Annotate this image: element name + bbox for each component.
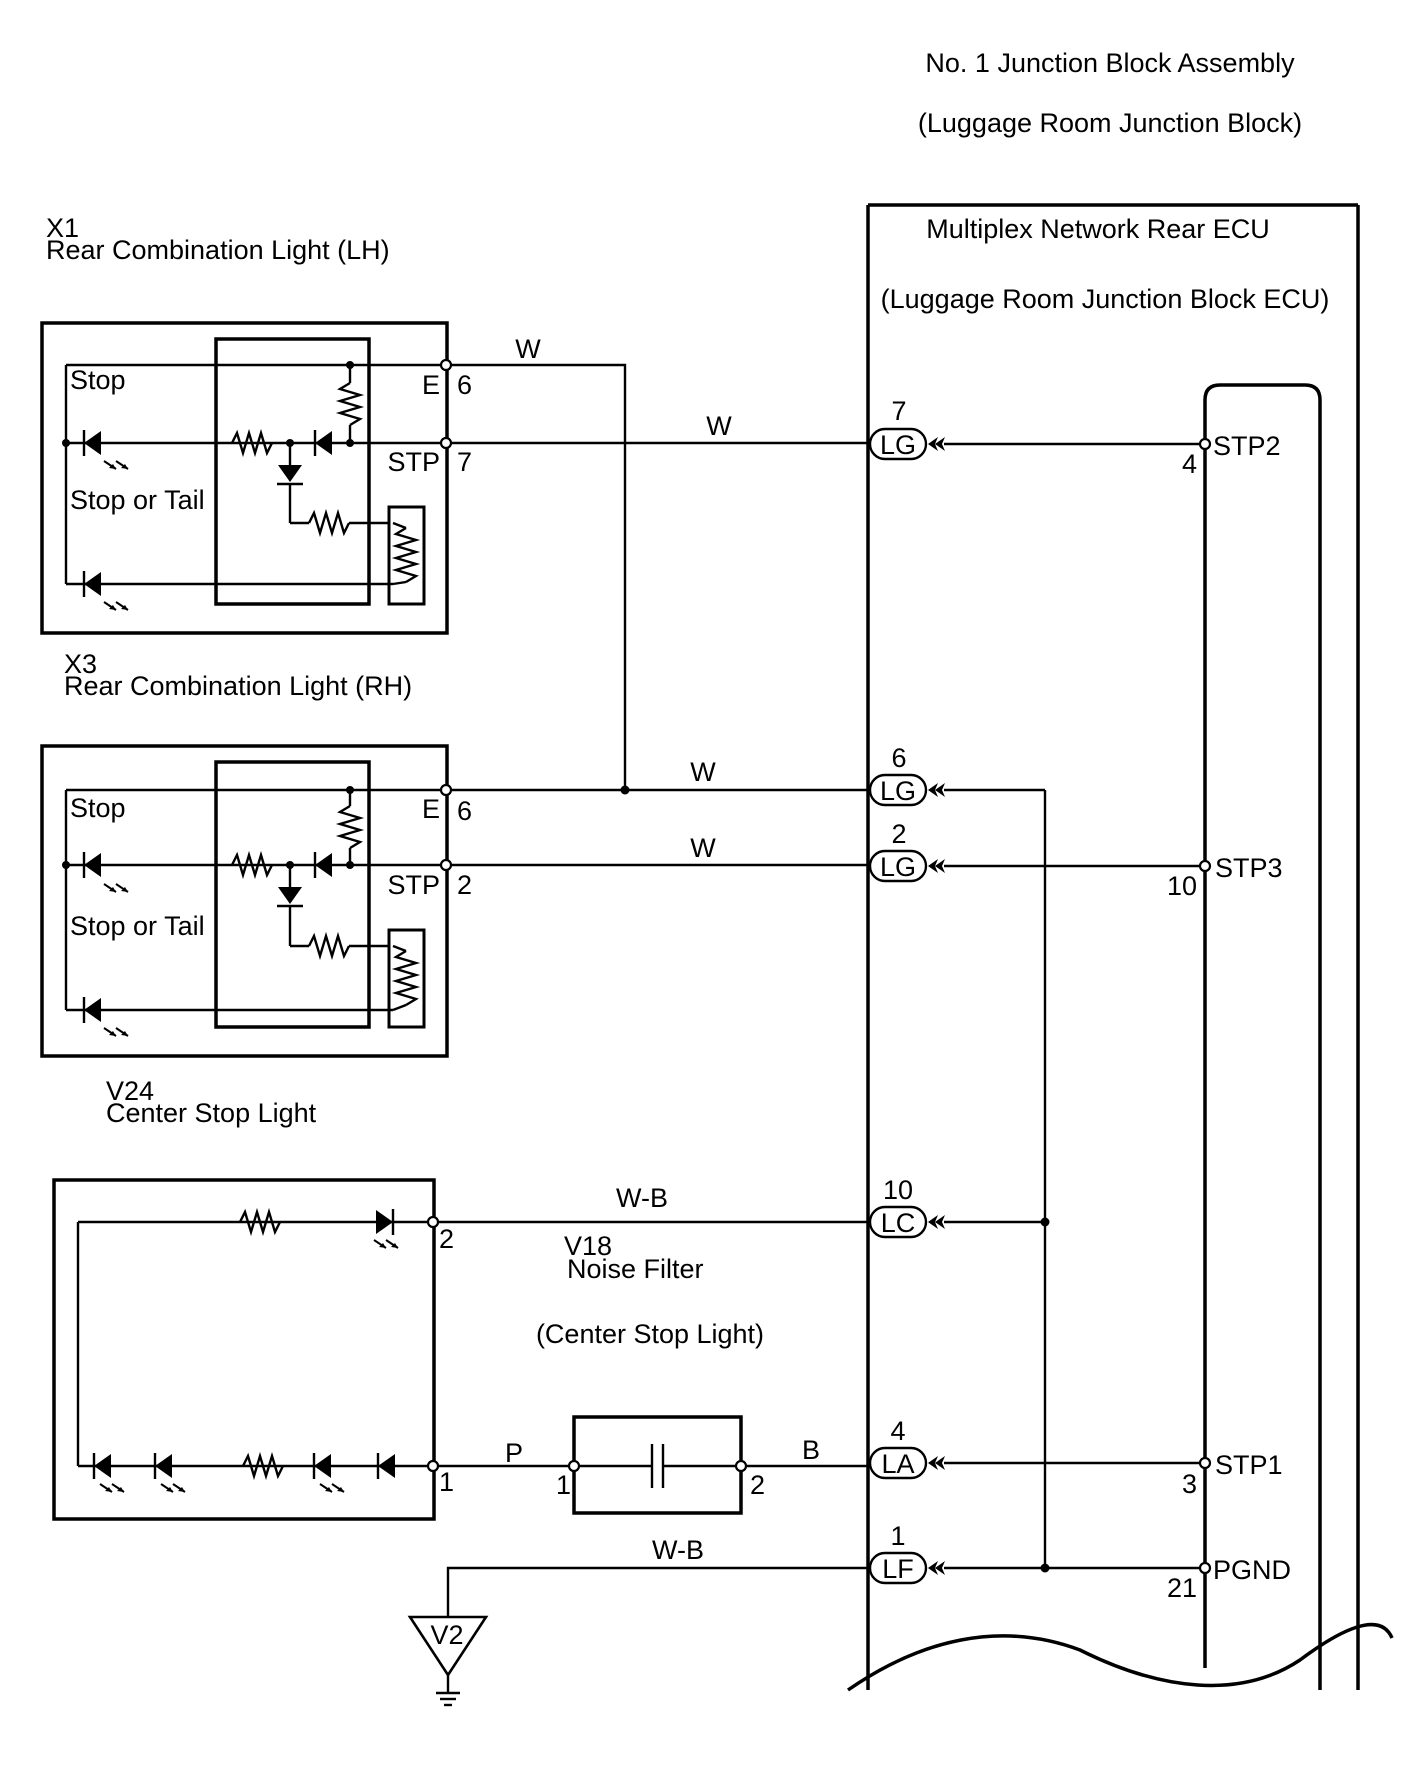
ecu-subtitle: (Luggage Room Junction Block ECU) bbox=[881, 284, 1330, 314]
ecu-terminal-pgnd bbox=[1198, 1561, 1212, 1575]
ecu-box bbox=[847, 203, 1394, 1692]
x1-pin-stp: 7 bbox=[457, 447, 472, 477]
v18-noise-filter bbox=[567, 1415, 748, 1515]
x3-wiring bbox=[451, 785, 870, 867]
v24-pin-top: 2 bbox=[439, 1224, 454, 1254]
ecu-terminal-stp2-label: STP2 bbox=[1213, 431, 1281, 461]
x3-stop-label: Stop bbox=[70, 793, 126, 823]
junction-block-subtitle: (Luggage Room Junction Block) bbox=[918, 108, 1302, 138]
x3-pin-stp: 2 bbox=[457, 870, 472, 900]
connector-lc-10: LC 10 bbox=[868, 1175, 945, 1239]
x1-wiring bbox=[451, 363, 870, 790]
wire-x1-stp-color: W bbox=[706, 411, 732, 441]
ecu-terminal-stp3-label: STP3 bbox=[1215, 853, 1283, 883]
x1-stop-tail-label: Stop or Tail bbox=[70, 485, 205, 515]
svg-text:LG: LG bbox=[880, 776, 916, 806]
x3-code: X3 bbox=[64, 649, 97, 679]
wire-x1-e-color: W bbox=[515, 334, 541, 364]
svg-text:4: 4 bbox=[890, 1416, 905, 1446]
ecu-terminal-stp1-pin: 3 bbox=[1182, 1469, 1197, 1499]
x3-light-assembly bbox=[40, 744, 453, 1058]
svg-text:LC: LC bbox=[881, 1208, 916, 1238]
wire-x3-stp-color: W bbox=[690, 833, 716, 863]
svg-text:LA: LA bbox=[881, 1449, 914, 1479]
svg-text:6: 6 bbox=[891, 743, 906, 773]
svg-text:LG: LG bbox=[880, 430, 916, 460]
wire-v24-top-color: W-B bbox=[616, 1183, 668, 1213]
v18-code: V18 bbox=[564, 1231, 612, 1261]
wire-ground-color: W-B bbox=[652, 1535, 704, 1565]
x1-term-e: E bbox=[422, 370, 440, 400]
ecu-terminal-pgnd-label: PGND bbox=[1213, 1555, 1291, 1585]
x1-term-stp: STP bbox=[387, 447, 440, 477]
ecu-terminal-stp1-label: STP1 bbox=[1215, 1450, 1283, 1480]
svg-text:LF: LF bbox=[882, 1554, 914, 1584]
ecu-title: Multiplex Network Rear ECU bbox=[926, 214, 1270, 244]
svg-text:2: 2 bbox=[891, 819, 906, 849]
v18-name: Noise Filter bbox=[567, 1254, 704, 1284]
connector-lg-7: LG 7 bbox=[868, 396, 945, 461]
svg-text:10: 10 bbox=[883, 1175, 913, 1205]
wire-filter-out-color: B bbox=[802, 1435, 820, 1465]
x3-stop-tail-label: Stop or Tail bbox=[70, 911, 205, 941]
v18-pin-in: 1 bbox=[556, 1470, 571, 1500]
ecu-terminal-stp3 bbox=[1198, 859, 1212, 873]
wire-v24-bottom-color: P bbox=[505, 1438, 523, 1468]
v24-code: V24 bbox=[106, 1076, 154, 1106]
ecu-terminal-stp2-pin: 4 bbox=[1182, 449, 1197, 479]
x3-pin-e: 6 bbox=[457, 796, 472, 826]
wire-x3-e-color: W bbox=[690, 757, 716, 787]
x1-pin-e: 6 bbox=[457, 370, 472, 400]
junction-block-title: No. 1 Junction Block Assembly bbox=[925, 48, 1295, 78]
connector-lg-2: LG 2 bbox=[868, 819, 945, 883]
x1-light-assembly bbox=[40, 321, 453, 635]
svg-text:7: 7 bbox=[891, 396, 906, 426]
connector-lg-6: LG 6 bbox=[868, 743, 945, 807]
x3-term-stp: STP bbox=[387, 870, 440, 900]
ground-code: V2 bbox=[430, 1620, 463, 1650]
ecu-terminal-stp1 bbox=[1198, 1456, 1212, 1470]
v24-pin-bottom: 1 bbox=[439, 1467, 454, 1497]
v24-name: Center Stop Light bbox=[106, 1098, 317, 1128]
connector-la-4: LA 4 bbox=[868, 1416, 945, 1480]
x1-code: X1 bbox=[46, 213, 79, 243]
v24-light-assembly bbox=[52, 1178, 440, 1521]
v18-subtitle: (Center Stop Light) bbox=[536, 1319, 764, 1349]
svg-text:1: 1 bbox=[890, 1521, 905, 1551]
x1-name: Rear Combination Light (LH) bbox=[46, 235, 390, 265]
x1-stop-label: Stop bbox=[70, 365, 126, 395]
ground-wiring bbox=[407, 1566, 870, 1707]
ecu-terminal-stp3-pin: 10 bbox=[1167, 871, 1197, 901]
ecu-terminal-stp2 bbox=[1198, 437, 1212, 451]
x3-name: Rear Combination Light (RH) bbox=[64, 671, 412, 701]
x3-term-e: E bbox=[422, 794, 440, 824]
ecu-terminal-pgnd-pin: 21 bbox=[1167, 1573, 1197, 1603]
connector-lf-1: LF 1 bbox=[868, 1521, 945, 1585]
svg-text:LG: LG bbox=[880, 852, 916, 882]
v18-pin-out: 2 bbox=[750, 1470, 765, 1500]
